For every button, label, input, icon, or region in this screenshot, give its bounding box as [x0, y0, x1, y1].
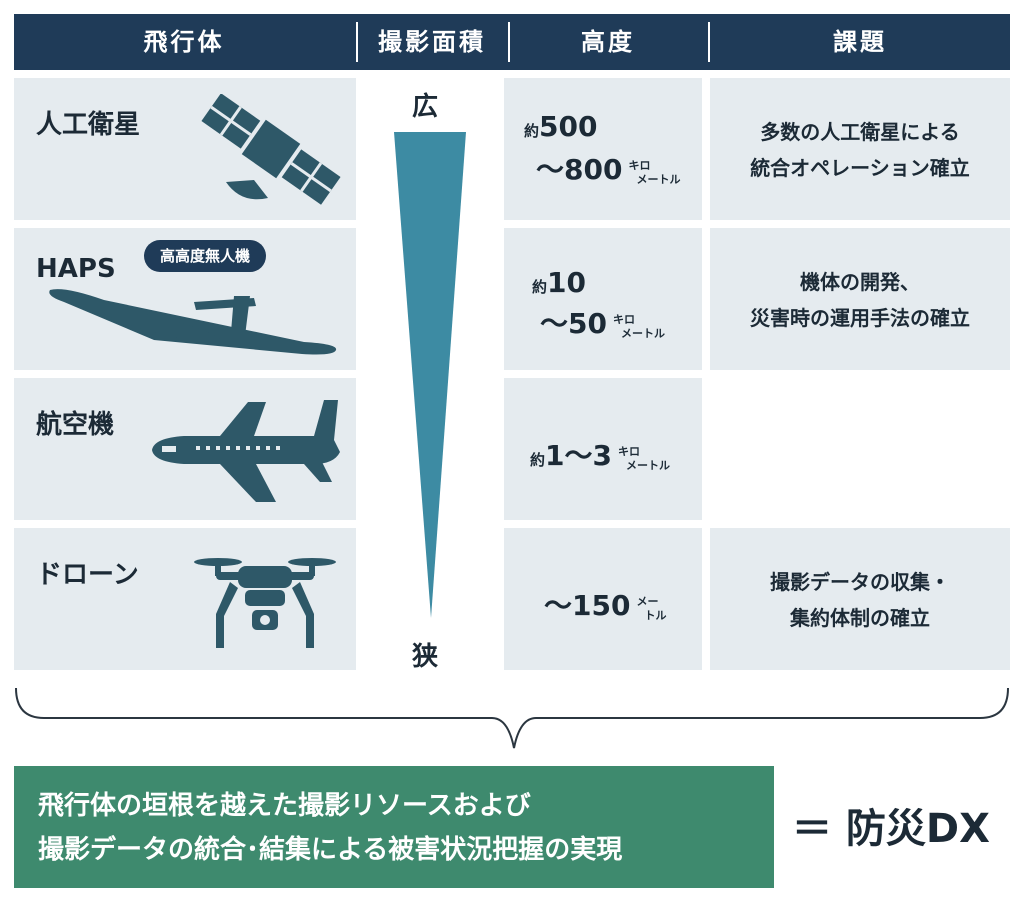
vehicle-name: 人工衛星 — [36, 110, 141, 140]
header-divider — [508, 22, 510, 62]
vehicle-cell-airplane: 航空機 — [14, 378, 356, 520]
conclusion-line: 撮影データの統合･結集による被害状況把握の実現 — [38, 835, 623, 865]
task-cell-drone: 撮影データの収集・ 集約体制の確立 — [710, 528, 1010, 670]
unit-label: キロメートル — [628, 159, 681, 186]
unit-label: メートル — [636, 595, 667, 622]
vehicle-cell-haps: HAPS 高高度無人機 — [14, 228, 356, 370]
conclusion-line: 飛行体の垣根を越えた撮影リソースおよび — [38, 791, 531, 821]
unit-label: キロメートル — [612, 313, 665, 340]
airplane-icon — [152, 400, 340, 502]
task-line: 統合オペレーション確立 — [750, 156, 970, 180]
task-line: 機体の開発、 — [800, 270, 920, 294]
drone-icon — [194, 558, 336, 648]
header-task: 課題 — [833, 28, 887, 56]
task-line: 災害時の運用手法の確立 — [750, 306, 970, 330]
vehicle-cell-satellite: 人工衛星 — [14, 78, 356, 220]
header-divider — [708, 22, 710, 62]
header-altitude: 高度 — [581, 28, 635, 56]
haps-aircraft-icon — [49, 289, 337, 355]
range-label-wide: 広 — [411, 92, 438, 122]
task-line: 多数の人工衛星による — [760, 120, 960, 144]
range-label-narrow: 狭 — [411, 642, 438, 672]
unit-label: キロメートル — [617, 445, 670, 472]
conclusion-result: ＝ 防災DX — [792, 806, 990, 852]
task-line: 撮影データの収集・ — [770, 570, 950, 594]
range-wedge — [394, 132, 466, 618]
vehicle-name: 航空機 — [36, 410, 115, 440]
altitude-line1: 約500 — [524, 110, 598, 143]
vehicle-name: ドローン — [36, 560, 139, 590]
grouping-brace — [15, 687, 1009, 749]
vehicle-cell-drone: ドローン — [14, 528, 356, 670]
satellite-icon — [201, 94, 341, 205]
status-badge: 高高度無人機 — [144, 240, 267, 272]
vehicle-name: HAPS — [36, 254, 116, 284]
header-area: 撮影面積 — [378, 28, 486, 56]
header-vehicle: 飛行体 — [143, 28, 225, 56]
task-line: 集約体制の確立 — [790, 606, 930, 630]
header-divider — [356, 22, 358, 62]
altitude-line1: 約10 — [532, 266, 586, 299]
task-cell-haps: 機体の開発、 災害時の運用手法の確立 — [710, 228, 1010, 370]
table-header: 飛行体 撮影面積 高度 課題 — [14, 14, 1010, 70]
conclusion-box: 飛行体の垣根を越えた撮影リソースおよび 撮影データの統合･結集による被害状況把握… — [14, 766, 774, 888]
task-cell-satellite: 多数の人工衛星による 統合オペレーション確立 — [710, 78, 1010, 220]
